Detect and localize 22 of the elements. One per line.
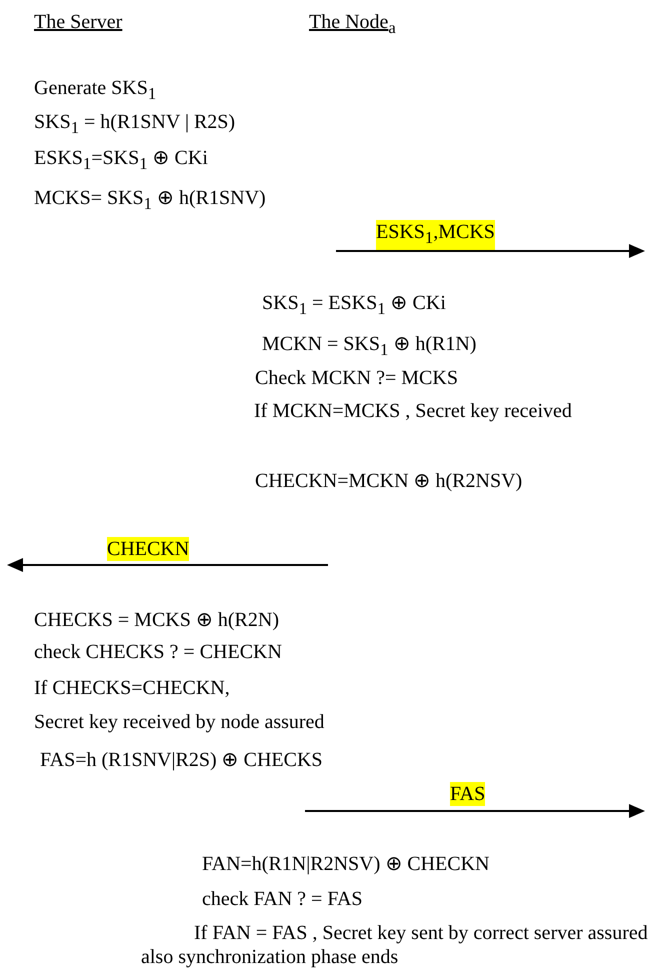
equation-text: FAS=h (R1SNV|R2S) ⊕ CHECKS [40,748,323,772]
note-text: If FAN = FAS , Secret key sent by correct server assured also synchronization phase ends [141,921,649,969]
equation-text: SKS$_{1}$ = ESKS$_{1}$ ⊕ CKi [262,291,446,320]
note-text: If MCKN=MCKS , Secret key received [254,399,573,423]
note-text: If CHECKS=CHECKN, [34,676,230,700]
equation-text: ESKS$_{1}$=SKS$_{1}$ ⊕ CKi [34,146,208,175]
equation-text: Check MCKN ?= MCKS [255,366,458,390]
message-label: ESKS$_{1}$,MCKS [376,220,495,250]
message-label: CHECKN [107,537,190,561]
equation-text: Generate SKS$_{1}$ [34,76,156,105]
note-text: Secret key received by node assured [34,710,324,734]
message-label: FAS [450,782,486,806]
equation-text: CHECKN=MCKN ⊕ h(R2NSV) [255,469,522,493]
equation-text: FAN=h(R1N|R2NSV) ⊕ CHECKN [202,852,490,876]
column-heading: The Server [34,10,122,34]
equation-text: check FAN ? = FAS [202,887,363,911]
equation-text: CHECKS = MCKS ⊕ h(R2N) [34,608,279,632]
equation-text: MCKN = SKS$_{1}$ ⊕ h(R1N) [262,332,476,361]
equation-text: check CHECKS ? = CHECKN [34,640,282,664]
equation-text: MCKS= SKS$_{1}$ ⊕ h(R1SNV) [34,186,266,215]
column-heading: The Node$_{a}$ [309,10,396,39]
equation-text: SKS$_{1}$ = h(R1SNV | R2S) [34,110,236,139]
